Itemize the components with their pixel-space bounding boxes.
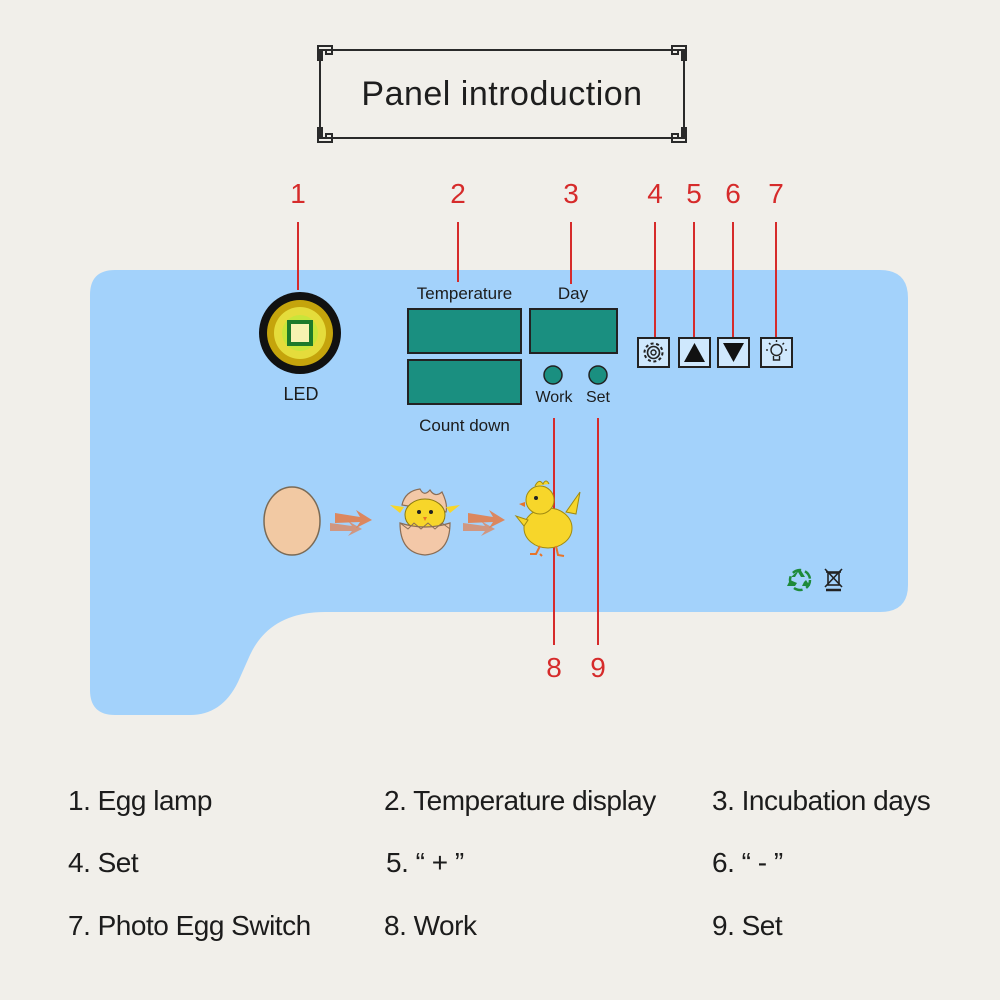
- minus-button[interactable]: [717, 337, 750, 368]
- triangle-down-icon: [723, 343, 744, 362]
- legend-item-5: 5. “ + ”: [386, 847, 464, 878]
- set-button[interactable]: [637, 337, 670, 368]
- day-display: [529, 308, 618, 354]
- callout-lines: [297, 222, 777, 645]
- chick-illustration: [514, 480, 581, 557]
- hatching-chick-illustration: [390, 488, 460, 556]
- countdown-display: [407, 359, 522, 405]
- legend-item-9: 9. Set: [712, 910, 783, 941]
- title-frame: [317, 45, 687, 143]
- temperature-display: [407, 308, 522, 354]
- arrow-icon: [330, 510, 372, 536]
- legend-item-4: 4. Set: [68, 847, 139, 878]
- legend-item-6: 6. “ - ”: [712, 847, 783, 878]
- callout-7: 7: [768, 178, 784, 209]
- crossed-bin-icon: [824, 568, 843, 592]
- recycle-icon: [787, 568, 812, 592]
- legend-item-7: 7. Photo Egg Switch: [68, 910, 311, 941]
- callout-8: 8: [546, 652, 562, 683]
- bulb-icon: [766, 340, 787, 361]
- photo-egg-switch-button[interactable]: [760, 337, 793, 368]
- egg-lamp[interactable]: [259, 292, 341, 374]
- led-label: LED: [283, 384, 319, 404]
- callout-4: 4: [647, 178, 663, 209]
- callout-2: 2: [450, 178, 466, 209]
- arrow-icon: [463, 510, 505, 536]
- set-indicator: [588, 365, 608, 385]
- plus-button[interactable]: [678, 337, 711, 368]
- egg-illustration: [263, 486, 321, 556]
- callout-3: 3: [563, 178, 579, 209]
- day-label: Day: [557, 284, 589, 303]
- callout-1: 1: [290, 178, 306, 209]
- control-panel: [90, 270, 908, 715]
- work-label: Work: [535, 389, 573, 406]
- callout-6: 6: [725, 178, 741, 209]
- legend-item-1: 1. Egg lamp: [68, 785, 212, 816]
- countdown-label: Count down: [419, 416, 510, 435]
- set-label: Set: [585, 389, 610, 406]
- gear-icon: [643, 342, 664, 363]
- callout-9: 9: [590, 652, 606, 683]
- callout-5: 5: [686, 178, 702, 209]
- page-title: Panel introduction: [361, 74, 643, 113]
- temperature-label: Temperature: [416, 284, 513, 303]
- legend-item-8: 8. Work: [384, 910, 477, 941]
- work-indicator: [543, 365, 563, 385]
- triangle-up-icon: [684, 343, 705, 362]
- legend-item-2: 2. Temperature display: [384, 785, 656, 816]
- legend-item-3: 3. Incubation days: [712, 785, 931, 816]
